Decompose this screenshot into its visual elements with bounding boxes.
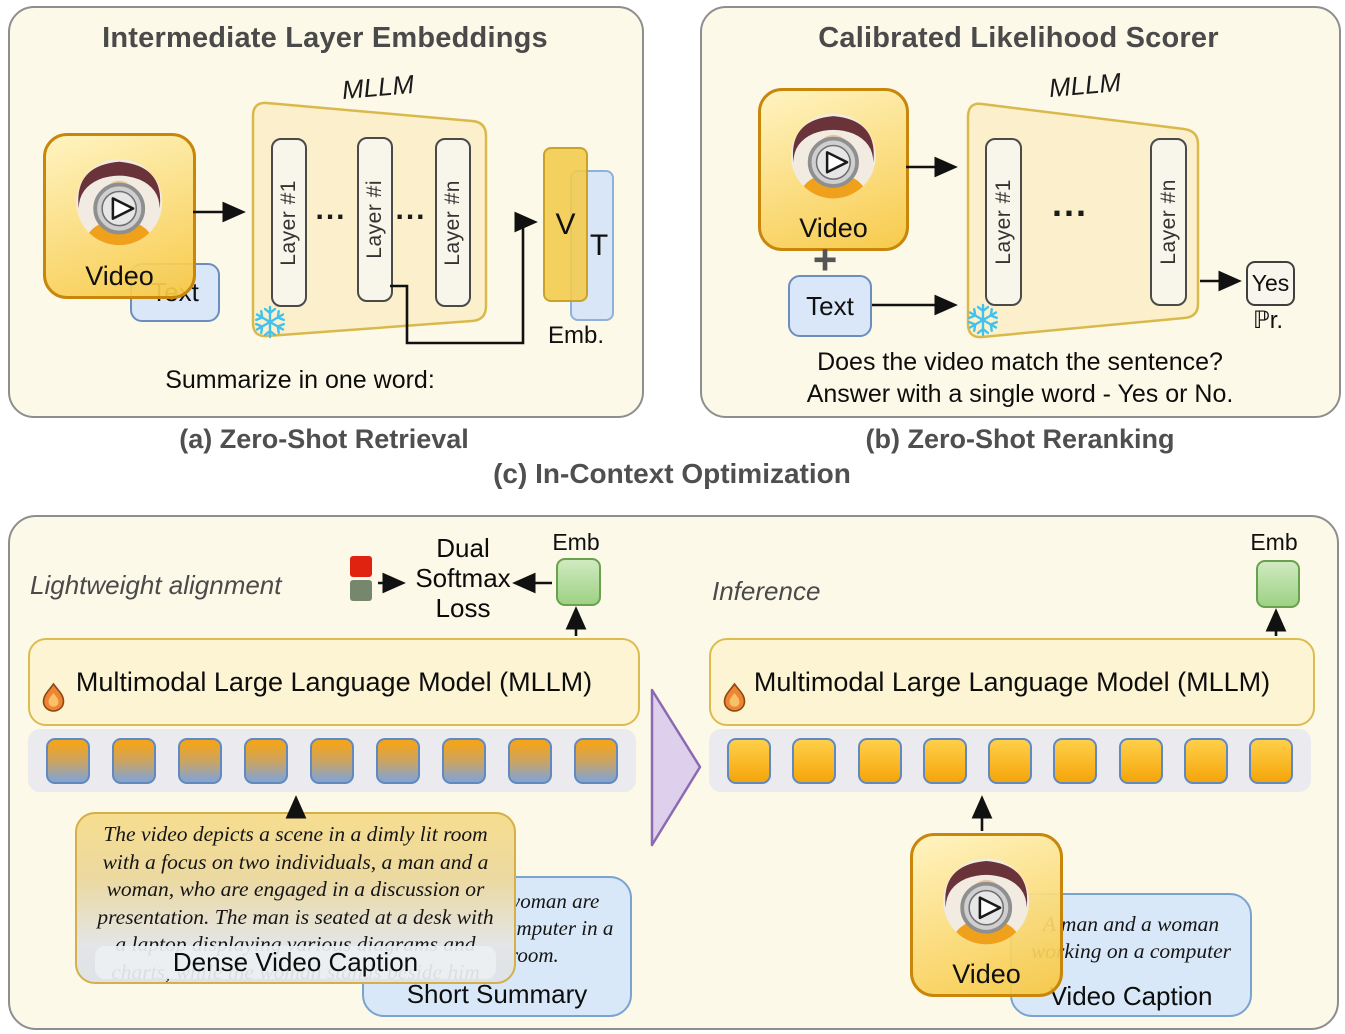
prompt-b-line2: Answer with a single word - Yes or No. (806, 380, 1234, 408)
dense-caption-line-4: presentation. The man is seated at a des… (97, 904, 494, 929)
video-token (376, 737, 420, 784)
layer-n-pill-b: Layer #n (1150, 138, 1187, 306)
video-token (857, 737, 902, 784)
video-caption-line-1: A man and a woman (1042, 912, 1220, 936)
video-icon-a: Video (43, 133, 196, 299)
video-token (922, 737, 967, 784)
mllm-bar-right: Multimodal Large Language Model (MLLM) (709, 638, 1315, 726)
short-summary-label: Short Summary (406, 979, 588, 1009)
video-avatar-icon (771, 97, 896, 223)
dots-a-1: ... (315, 193, 347, 226)
token-strip-left (28, 729, 636, 792)
video-token (574, 737, 618, 784)
video-token (178, 737, 222, 784)
dense-caption-label: Dense Video Caption (95, 946, 496, 979)
layer-i-label-a: Layer #i (363, 180, 386, 259)
panel-a-title: Intermediate Layer Embeddings (102, 22, 548, 54)
video-icon-b: Video (758, 88, 909, 251)
video-caption-label: Video Caption (1049, 981, 1213, 1011)
emb-box-left (556, 558, 601, 606)
loss-line-2: Softmax (415, 563, 511, 593)
dots-a-2: ... (395, 193, 427, 226)
caption-b: (b) Zero-Shot Reranking (865, 424, 1175, 454)
prompt-a: Summarize in one word: (165, 366, 435, 394)
mode-label-alignment: Lightweight alignment (30, 570, 282, 600)
probability-label: ℙr. (1252, 307, 1284, 334)
dense-caption-line-2: with a focus on two individuals, a man a… (102, 849, 489, 874)
dual-softmax-loss-label: Dual Softmax Loss (408, 533, 518, 623)
emb-label-left: Emb (552, 529, 600, 555)
layer-1-label-b: Layer #1 (991, 179, 1015, 265)
dots-b: ... (1051, 183, 1088, 224)
emb-box-right (1256, 560, 1300, 608)
layer-1-label-a: Layer #1 (277, 179, 300, 266)
video-token (112, 737, 156, 784)
video-emb-box-a: V (543, 147, 588, 302)
mllm-bar-left: Multimodal Large Language Model (MLLM) (28, 638, 640, 726)
text-emb-letter-a: T (589, 228, 609, 262)
mllm-bar-left-label: Multimodal Large Language Model (MLLM) (75, 666, 593, 697)
loss-line-3: Loss (435, 593, 491, 623)
video-emb-letter-a: V (555, 207, 576, 241)
emb-label-a: Emb. (547, 322, 604, 349)
video-token (792, 737, 837, 784)
layer-n-label-a: Layer #n (441, 179, 464, 266)
caption-a: (a) Zero-Shot Retrieval (179, 424, 469, 454)
video-token (508, 737, 552, 784)
dense-caption-line-3: woman, who are engaged in a discussion o… (106, 877, 485, 901)
video-icon-c: Video (910, 833, 1063, 997)
dense-caption-line-1: The video depicts a scene in a dimly lit… (103, 822, 488, 846)
video-label-b: Video (799, 213, 868, 243)
mllm-bar-right-label: Multimodal Large Language Model (MLLM) (753, 666, 1271, 697)
layer-1-pill-a: Layer #1 (271, 138, 307, 307)
dense-caption-box: The video depicts a scene in a dimly lit… (75, 812, 516, 984)
loss-green-square (350, 580, 372, 601)
loss-line-1: Dual (436, 533, 490, 563)
video-avatar-icon (56, 142, 182, 270)
prompt-b-line1: Does the video match the sentence? (817, 348, 1223, 376)
video-caption-text: A man and a woman working on a computer (1012, 911, 1250, 965)
video-avatar-icon (923, 842, 1049, 968)
panel-b-title: Calibrated Likelihood Scorer (818, 22, 1219, 54)
video-token (727, 737, 771, 784)
mode-label-inference: Inference (712, 576, 821, 606)
text-box-b-label: Text (806, 290, 854, 321)
video-token (442, 737, 486, 784)
video-token (46, 737, 90, 784)
layer-n-label-b: Layer #n (1156, 179, 1180, 265)
video-label-c: Video (952, 959, 1021, 989)
yes-label: Yes (1251, 270, 1290, 296)
video-token (988, 737, 1032, 784)
layer-n-pill-a: Layer #n (435, 138, 471, 307)
yes-box: Yes (1246, 261, 1295, 306)
video-token (244, 737, 288, 784)
layer-i-pill-a: Layer #i (357, 137, 393, 302)
video-label-a: Video (85, 261, 154, 291)
emb-label-right: Emb (1250, 529, 1298, 555)
text-box-b: Text (788, 275, 872, 337)
video-token (1183, 737, 1228, 784)
video-caption-line-2: working on a computer (1030, 939, 1232, 963)
layer-1-pill-b: Layer #1 (985, 138, 1022, 306)
caption-c: (c) In-Context Optimization (493, 458, 851, 489)
video-token (1118, 737, 1163, 784)
video-token (1249, 737, 1293, 784)
video-token (310, 737, 354, 784)
video-token (1053, 737, 1098, 784)
loss-red-square (350, 556, 372, 577)
token-strip-right (709, 729, 1311, 792)
